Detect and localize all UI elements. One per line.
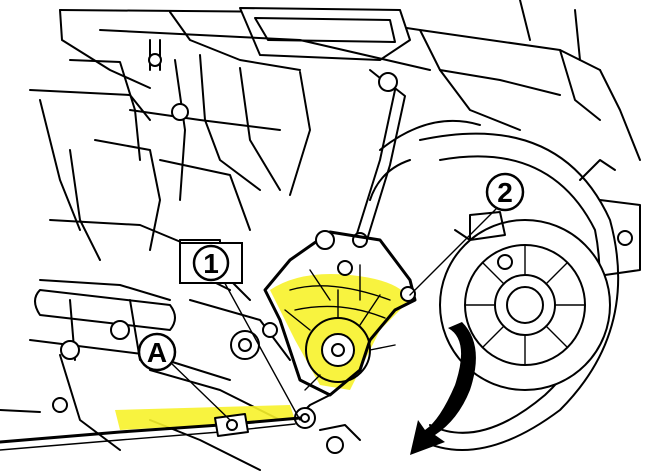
- callout-a: A: [137, 332, 177, 372]
- blower-fan-housing: [369, 119, 641, 451]
- callout-2: 2: [485, 172, 525, 212]
- callout-2-label: 2: [497, 177, 513, 208]
- actuator-assembly: [262, 230, 417, 454]
- callout-1: 1: [179, 242, 243, 284]
- cable-highlight: [115, 405, 295, 430]
- callout-1-label: 1: [203, 248, 219, 279]
- leader-lines: [169, 204, 501, 421]
- upper-duct-housing: [29, 0, 641, 261]
- control-cable: [0, 413, 302, 451]
- curved-arrow-icon: [410, 322, 476, 455]
- callout-a-label: A: [147, 337, 167, 368]
- link-rod: [352, 69, 406, 248]
- actuator-highlight: [270, 274, 410, 390]
